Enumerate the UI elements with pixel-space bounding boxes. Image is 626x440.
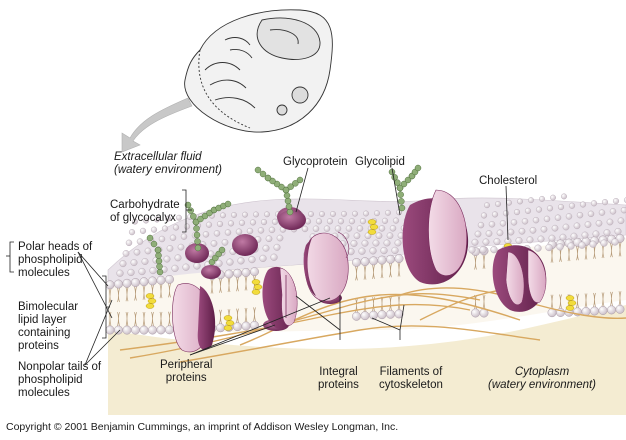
cell-sketch <box>184 9 333 133</box>
label-polar-heads: Polar heads of phospholipid molecules <box>18 241 93 279</box>
label-cytoplasm: Cytoplasm (watery environment) <box>488 366 597 391</box>
copyright-notice: Copyright © 2001 Benjamin Cummings, an i… <box>6 421 399 433</box>
integral-protein-large <box>492 245 547 312</box>
polar-heads-bottom <box>105 304 625 335</box>
integral-protein-1 <box>172 283 216 353</box>
label-filaments: Filaments of cytoskeleton <box>379 366 443 391</box>
integral-protein-3 <box>303 231 350 302</box>
label-extracellular-fluid: Extracellular fluid (watery environment) <box>114 151 223 176</box>
label-glycoprotein: Glycoprotein <box>283 156 348 168</box>
zoom-arrow <box>121 97 193 153</box>
leader-lines <box>6 167 509 366</box>
glycoprotein-body <box>278 210 306 230</box>
cytoplasm-region <box>108 305 626 415</box>
label-nonpolar-tails: Nonpolar tails of phospholipid molecules <box>18 361 102 399</box>
label-cholesterol: Cholesterol <box>479 175 538 187</box>
label-carbohydrate: Carbohydrate of glycocalyx <box>110 199 180 224</box>
glycocalyx-chains <box>146 164 422 276</box>
label-integral-proteins: Integral proteins <box>318 366 359 391</box>
nonpolar-tails <box>108 242 622 327</box>
label-peripheral-proteins: Peripheral proteins <box>160 359 213 384</box>
integral-protein-glycolipid <box>402 189 469 285</box>
label-glycolipid: Glycolipid <box>355 156 405 168</box>
integral-protein-2 <box>262 266 298 330</box>
label-bimolecular-layer: Bimolecular lipid layer containing prote… <box>18 301 79 352</box>
